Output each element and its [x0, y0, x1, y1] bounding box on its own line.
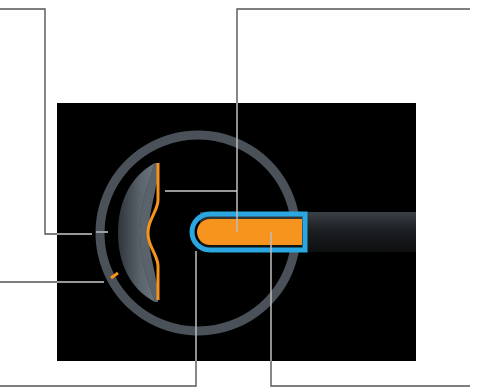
- ring-marker: [110, 271, 119, 280]
- lens-inner: [140, 163, 158, 302]
- probe-payload: [197, 219, 302, 245]
- probe-tip: [189, 211, 308, 253]
- implant-strip: [146, 163, 160, 300]
- callout-leaders-highlight: [57, 103, 272, 361]
- lens-body: [118, 163, 155, 302]
